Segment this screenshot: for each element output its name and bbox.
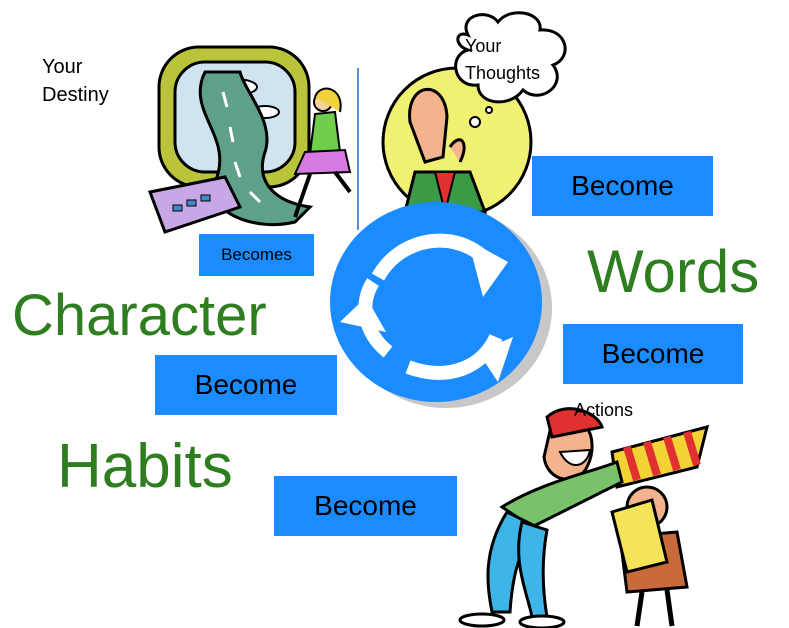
words-text: Words — [587, 238, 760, 305]
your-destiny-text: Your Destiny — [42, 56, 109, 106]
cycle-arrows-icon — [330, 202, 552, 408]
become-box-3: Become — [155, 355, 337, 415]
travel-road-monitor-clipart — [147, 45, 352, 234]
your-thoughts-text: Your Thoughts — [465, 36, 541, 83]
actions-label: Actions — [574, 398, 633, 422]
words-label: Words — [587, 242, 759, 302]
character-label: Character — [12, 287, 267, 345]
becomes-box: Becomes — [199, 234, 314, 276]
become-text-3: Become — [194, 369, 298, 400]
thought-bubble — [454, 11, 567, 104]
thinking-man-clipart — [381, 66, 533, 218]
become-text-1: Become — [571, 170, 674, 201]
become-text-4: Become — [314, 490, 417, 521]
become-box-2: Become — [563, 324, 743, 384]
actions-text: Actions — [574, 400, 634, 420]
become-box-4: Become — [274, 476, 457, 536]
vertical-divider — [357, 68, 359, 230]
become-box-1: Become — [532, 156, 713, 216]
your-thoughts-label: Your Thoughts — [465, 33, 575, 87]
habits-text: Habits — [57, 432, 233, 501]
habits-label: Habits — [57, 436, 233, 498]
laughing-men-take-sign-clipart — [458, 407, 710, 628]
your-destiny-label: Your Destiny — [42, 53, 142, 109]
becomes-text: Becomes — [221, 245, 292, 264]
character-text: Character — [12, 283, 267, 348]
become-text-2: Become — [601, 338, 705, 369]
